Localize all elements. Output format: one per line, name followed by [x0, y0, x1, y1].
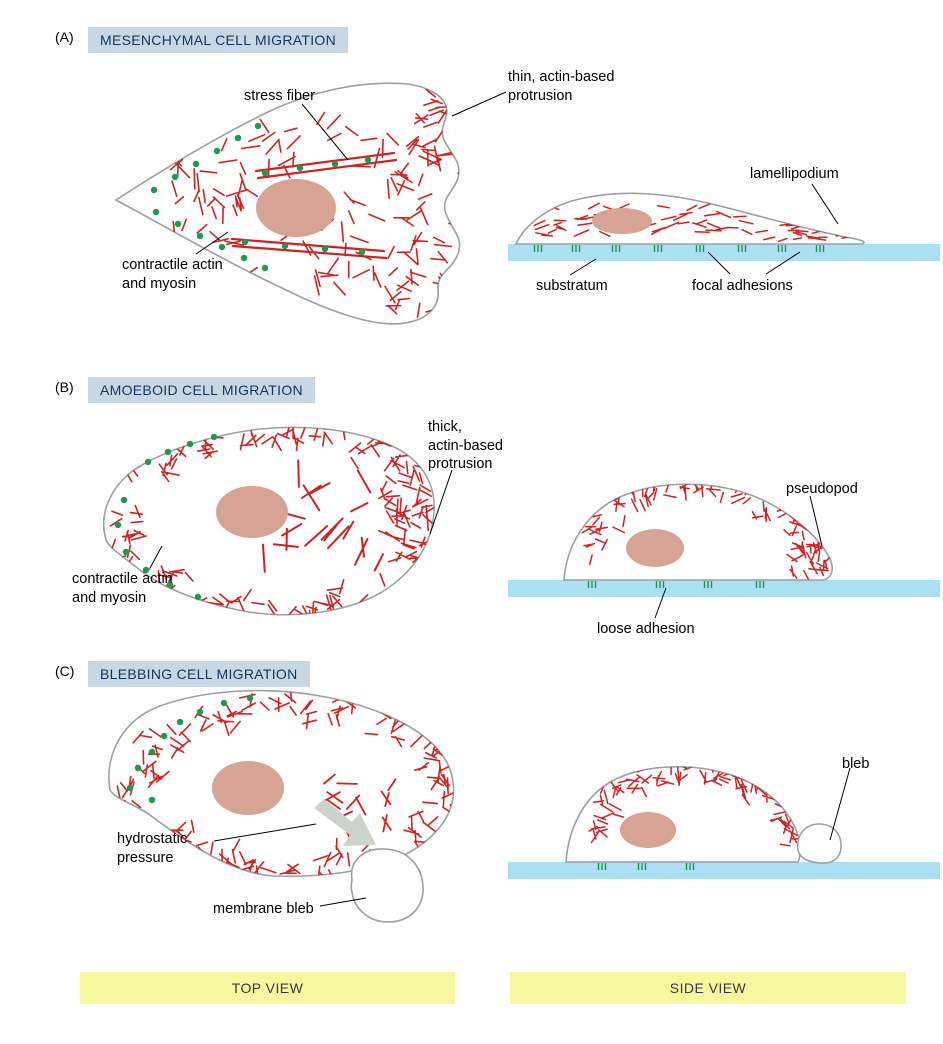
side-view-bar: SIDE VIEW	[510, 972, 906, 1004]
nucleus	[620, 812, 676, 848]
panel-b-leader-lines	[149, 469, 823, 619]
panel-a-letter: (A)	[55, 29, 74, 45]
leader-line	[809, 495, 823, 547]
panel-a-art	[114, 82, 940, 325]
leader-line	[195, 231, 229, 255]
membrane-bleb-label: membrane bleb	[213, 901, 314, 917]
actin-filaments	[116, 690, 454, 877]
myosin-dots	[150, 122, 372, 272]
substratum-label: substratum	[536, 278, 608, 294]
blebbing-side-view-cell	[565, 765, 801, 863]
panel-b-title: AMOEBOID CELL MIGRATION	[88, 377, 315, 403]
leader-line	[654, 587, 667, 619]
substratum-bar	[508, 862, 940, 879]
loose-adhesion-marks	[587, 581, 765, 588]
leader-line	[451, 91, 507, 117]
mesenchymal-side-view-cell	[514, 192, 865, 245]
membrane-bleb-shape	[350, 848, 424, 923]
stress-fiber-label: stress fiber	[244, 88, 315, 104]
leader-line	[829, 767, 851, 841]
panel-a-leader-lines	[195, 91, 839, 276]
loose-adhesion-label: loose adhesion	[597, 621, 695, 637]
nucleus	[592, 208, 652, 234]
leader-line	[301, 103, 349, 161]
thin-protrusion-label: thin, actin-based protrusion	[508, 69, 615, 104]
bleb-label: bleb	[842, 756, 870, 772]
lamellipodium-label: lamellipodium	[750, 166, 839, 182]
nucleus	[626, 529, 684, 567]
thick-protrusion-label: thick, actin-based protrusion	[428, 419, 503, 473]
nucleus	[256, 179, 336, 237]
nucleus	[216, 486, 288, 538]
myosin-dots	[126, 694, 254, 804]
leader-line	[811, 183, 839, 225]
leader-line	[569, 258, 597, 276]
panel-c-leader-lines	[213, 767, 851, 907]
nucleus	[212, 761, 284, 815]
focal-adhesions-label: focal adhesions	[692, 278, 793, 294]
substratum-bar	[508, 580, 940, 597]
leader-line	[765, 251, 801, 275]
contractile-label-b: contractile actin and myosin	[72, 571, 173, 606]
contractile-label-a: contractile actin and myosin	[122, 257, 223, 292]
leader-line	[707, 251, 731, 275]
panel-c-letter: (C)	[55, 663, 75, 679]
stress-fibers	[230, 151, 398, 260]
myosin-dots	[114, 433, 218, 601]
panel-c-art	[108, 689, 940, 923]
top-view-bar: TOP VIEW	[80, 972, 455, 1004]
leader-line	[149, 545, 163, 569]
panel-b-letter: (B)	[55, 379, 74, 395]
panel-a-title: MESENCHYMAL CELL MIGRATION	[88, 27, 348, 53]
adhesion-marks	[597, 863, 695, 870]
hydrostatic-pressure-label: hydrostatic pressure	[117, 831, 188, 866]
actin-filaments	[103, 427, 435, 615]
leader-line	[213, 823, 317, 842]
focal-adhesion-marks	[533, 245, 825, 252]
leader-line	[429, 469, 453, 535]
pseudopod-label: pseudopod	[786, 481, 858, 497]
bleb-shape	[796, 823, 842, 864]
panel-b-art	[102, 426, 940, 619]
hydrostatic-pressure-arrow	[314, 799, 376, 846]
leader-line	[319, 897, 367, 907]
panel-c-title: BLEBBING CELL MIGRATION	[88, 661, 310, 687]
